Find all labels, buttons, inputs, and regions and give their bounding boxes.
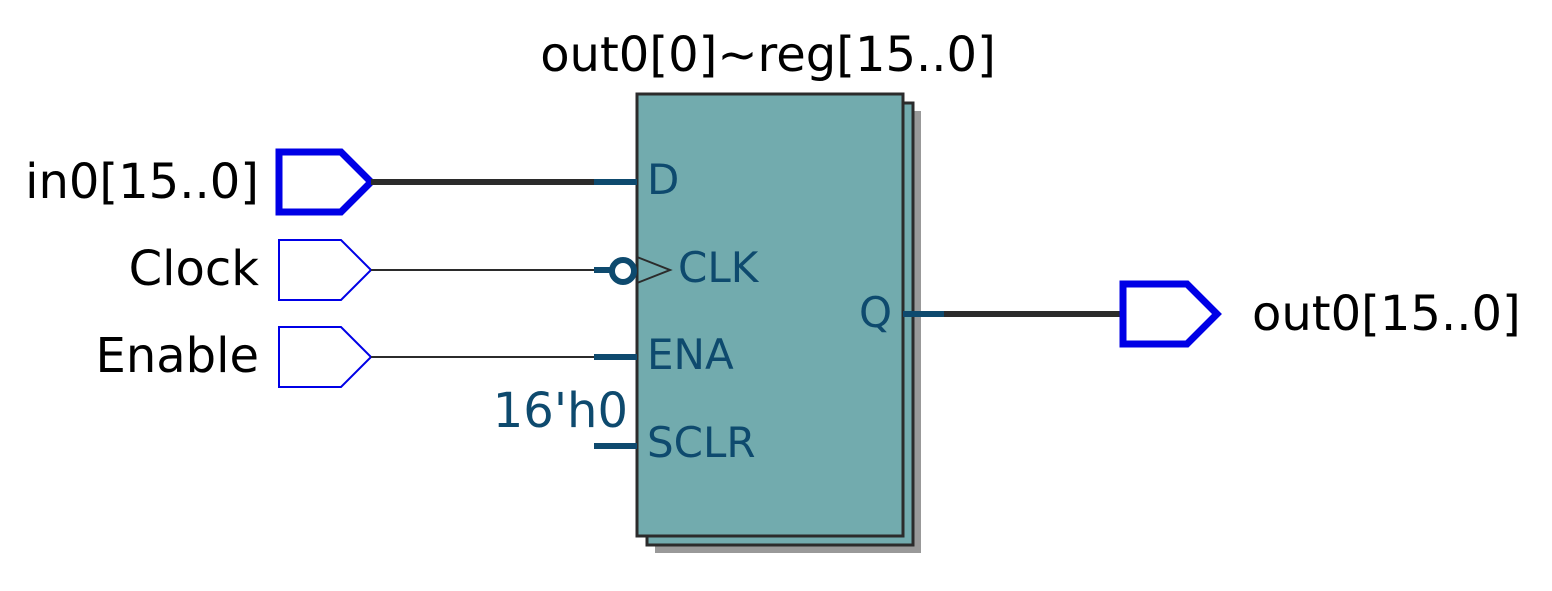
input-port-clock-shape [278,239,373,301]
pin-label-sclr: SCLR [647,418,756,467]
clk-inversion-bubble [609,257,637,285]
input-port-in0[interactable]: in0[15..0] [25,148,376,216]
input-port-enable-label: Enable [96,328,260,384]
block-body [635,92,905,538]
output-port-out0-shape [1119,280,1222,348]
pin-label-d: D [647,155,679,204]
input-port-in0-label: in0[15..0] [25,154,259,210]
instance-name: out0[0]~reg[15..0] [540,27,996,83]
input-port-in0-shape [275,148,376,216]
sclr-constant-value: 16'h0 [493,383,628,439]
register-block[interactable] [635,92,921,553]
pin-label-ena: ENA [647,330,734,379]
input-port-enable-shape [278,326,373,388]
input-port-enable[interactable]: Enable [96,326,373,388]
pin-label-q: Q [859,288,892,337]
output-port-out0[interactable]: out0[15..0] [1119,280,1521,348]
input-port-clock-label: Clock [129,241,260,297]
input-port-clock[interactable]: Clock [129,239,373,301]
clock-edge-triangle [636,256,673,284]
pin-label-clk: CLK [678,243,760,292]
output-port-out0-label: out0[15..0] [1252,286,1521,342]
